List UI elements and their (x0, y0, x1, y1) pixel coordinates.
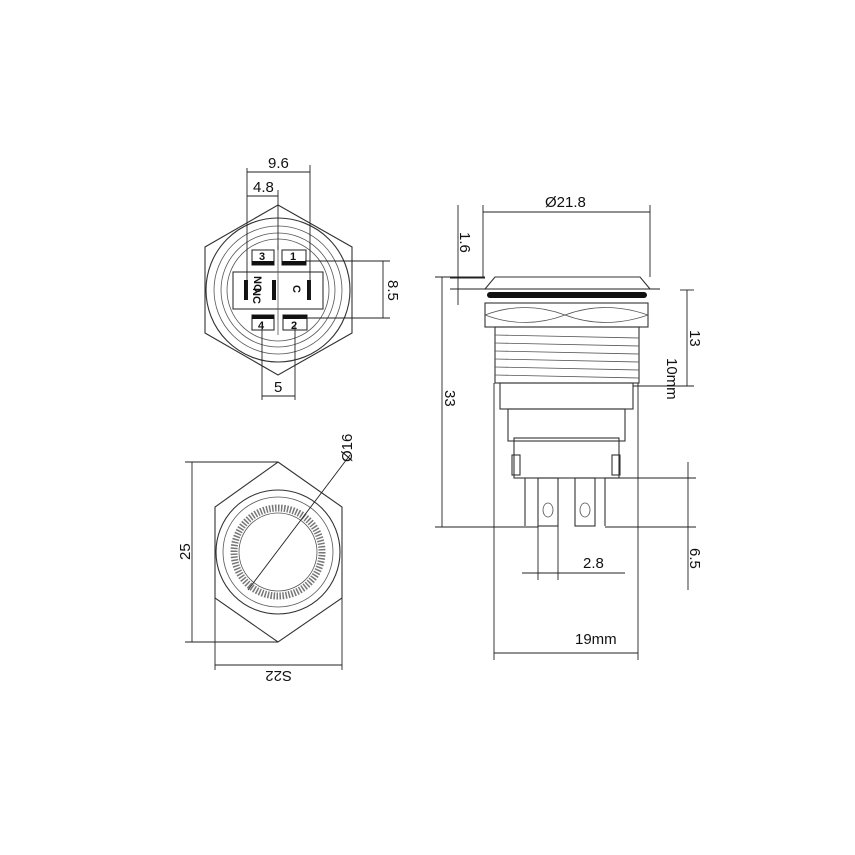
o-ring (487, 292, 647, 298)
drawing-line (494, 366, 640, 371)
drawing-line (494, 374, 640, 379)
dim-4.8: 4.8 (253, 179, 274, 196)
drawing-line (494, 342, 640, 347)
drawing-line (579, 502, 591, 518)
dim-25: 25 (177, 543, 194, 560)
pin-4: 4 (251, 314, 275, 332)
diameter-line (247, 454, 351, 591)
side-tab (611, 454, 621, 476)
c-label: C (290, 285, 302, 293)
terminal-base (513, 437, 620, 479)
lower-body (507, 408, 626, 442)
drawing-line (252, 261, 274, 265)
outer-ring (215, 489, 341, 615)
drawing-line (494, 358, 640, 363)
drawing-line (494, 350, 640, 355)
dim-9.6: 9.6 (268, 155, 289, 172)
dim-8.5: 8.5 (384, 280, 401, 301)
cap (483, 276, 652, 290)
drawing-line (484, 307, 649, 323)
dimension-label: 4 (258, 320, 265, 332)
dim-5: 5 (274, 379, 282, 396)
dim-s22: S22 (265, 667, 292, 684)
terminal (574, 477, 596, 527)
drawing-line (252, 315, 274, 319)
dim-19mm: 19mm (575, 631, 617, 648)
drawing-line (282, 261, 306, 265)
thread (494, 326, 640, 384)
dimension-label: 2 (291, 320, 297, 332)
dim-6.5: 6.5 (686, 548, 703, 569)
dim-1.6: 1.6 (456, 232, 473, 253)
drawing-line (283, 315, 307, 319)
pin-1: 1 (281, 249, 307, 266)
front-view: Ø16 25 S22 (177, 434, 356, 684)
no-label: NO (251, 276, 263, 293)
terminal (537, 477, 559, 527)
hex-nut (484, 302, 649, 328)
drawing-line (244, 280, 248, 300)
illuminated-ring (230, 504, 326, 600)
ring (222, 496, 334, 608)
pin-3: 3 (251, 249, 275, 266)
side-tab (511, 454, 521, 476)
side-view: Ø21.8 1.6 33 13 10mm 6.5 2.8 19mm (435, 194, 703, 660)
drawing-line (542, 502, 554, 518)
nc-label: NC (250, 288, 262, 304)
hex-nut-outline (204, 204, 353, 376)
top-view: 3 1 4 2 NO NC C 9.6 4.8 (204, 155, 401, 400)
dim-2.8: 2.8 (583, 555, 604, 572)
dim-10mm: 10mm (663, 358, 680, 400)
dim-d21.8: Ø21.8 (545, 194, 586, 211)
body (499, 382, 634, 410)
dim-d16: Ø16 (339, 434, 356, 462)
drawing-line (307, 280, 311, 300)
drawing-line (494, 334, 640, 339)
drawing-line (272, 280, 276, 300)
dim-13: 13 (686, 330, 703, 347)
dim-33: 33 (441, 390, 458, 407)
dimension-label: 1 (290, 251, 296, 263)
button-face (238, 512, 318, 592)
dimension-label: 3 (259, 251, 265, 263)
